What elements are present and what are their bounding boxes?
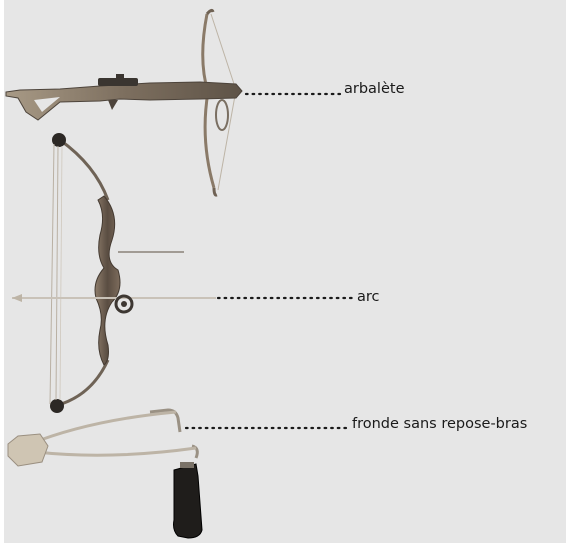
label-bow: arc xyxy=(357,290,380,305)
slingshot-image xyxy=(8,410,202,538)
bow-image xyxy=(12,133,216,413)
leader-lines xyxy=(186,94,352,428)
label-slingshot: fronde sans repose-bras xyxy=(352,417,527,432)
crossbow-image xyxy=(6,10,242,195)
label-crossbow: arbalète xyxy=(344,82,405,97)
